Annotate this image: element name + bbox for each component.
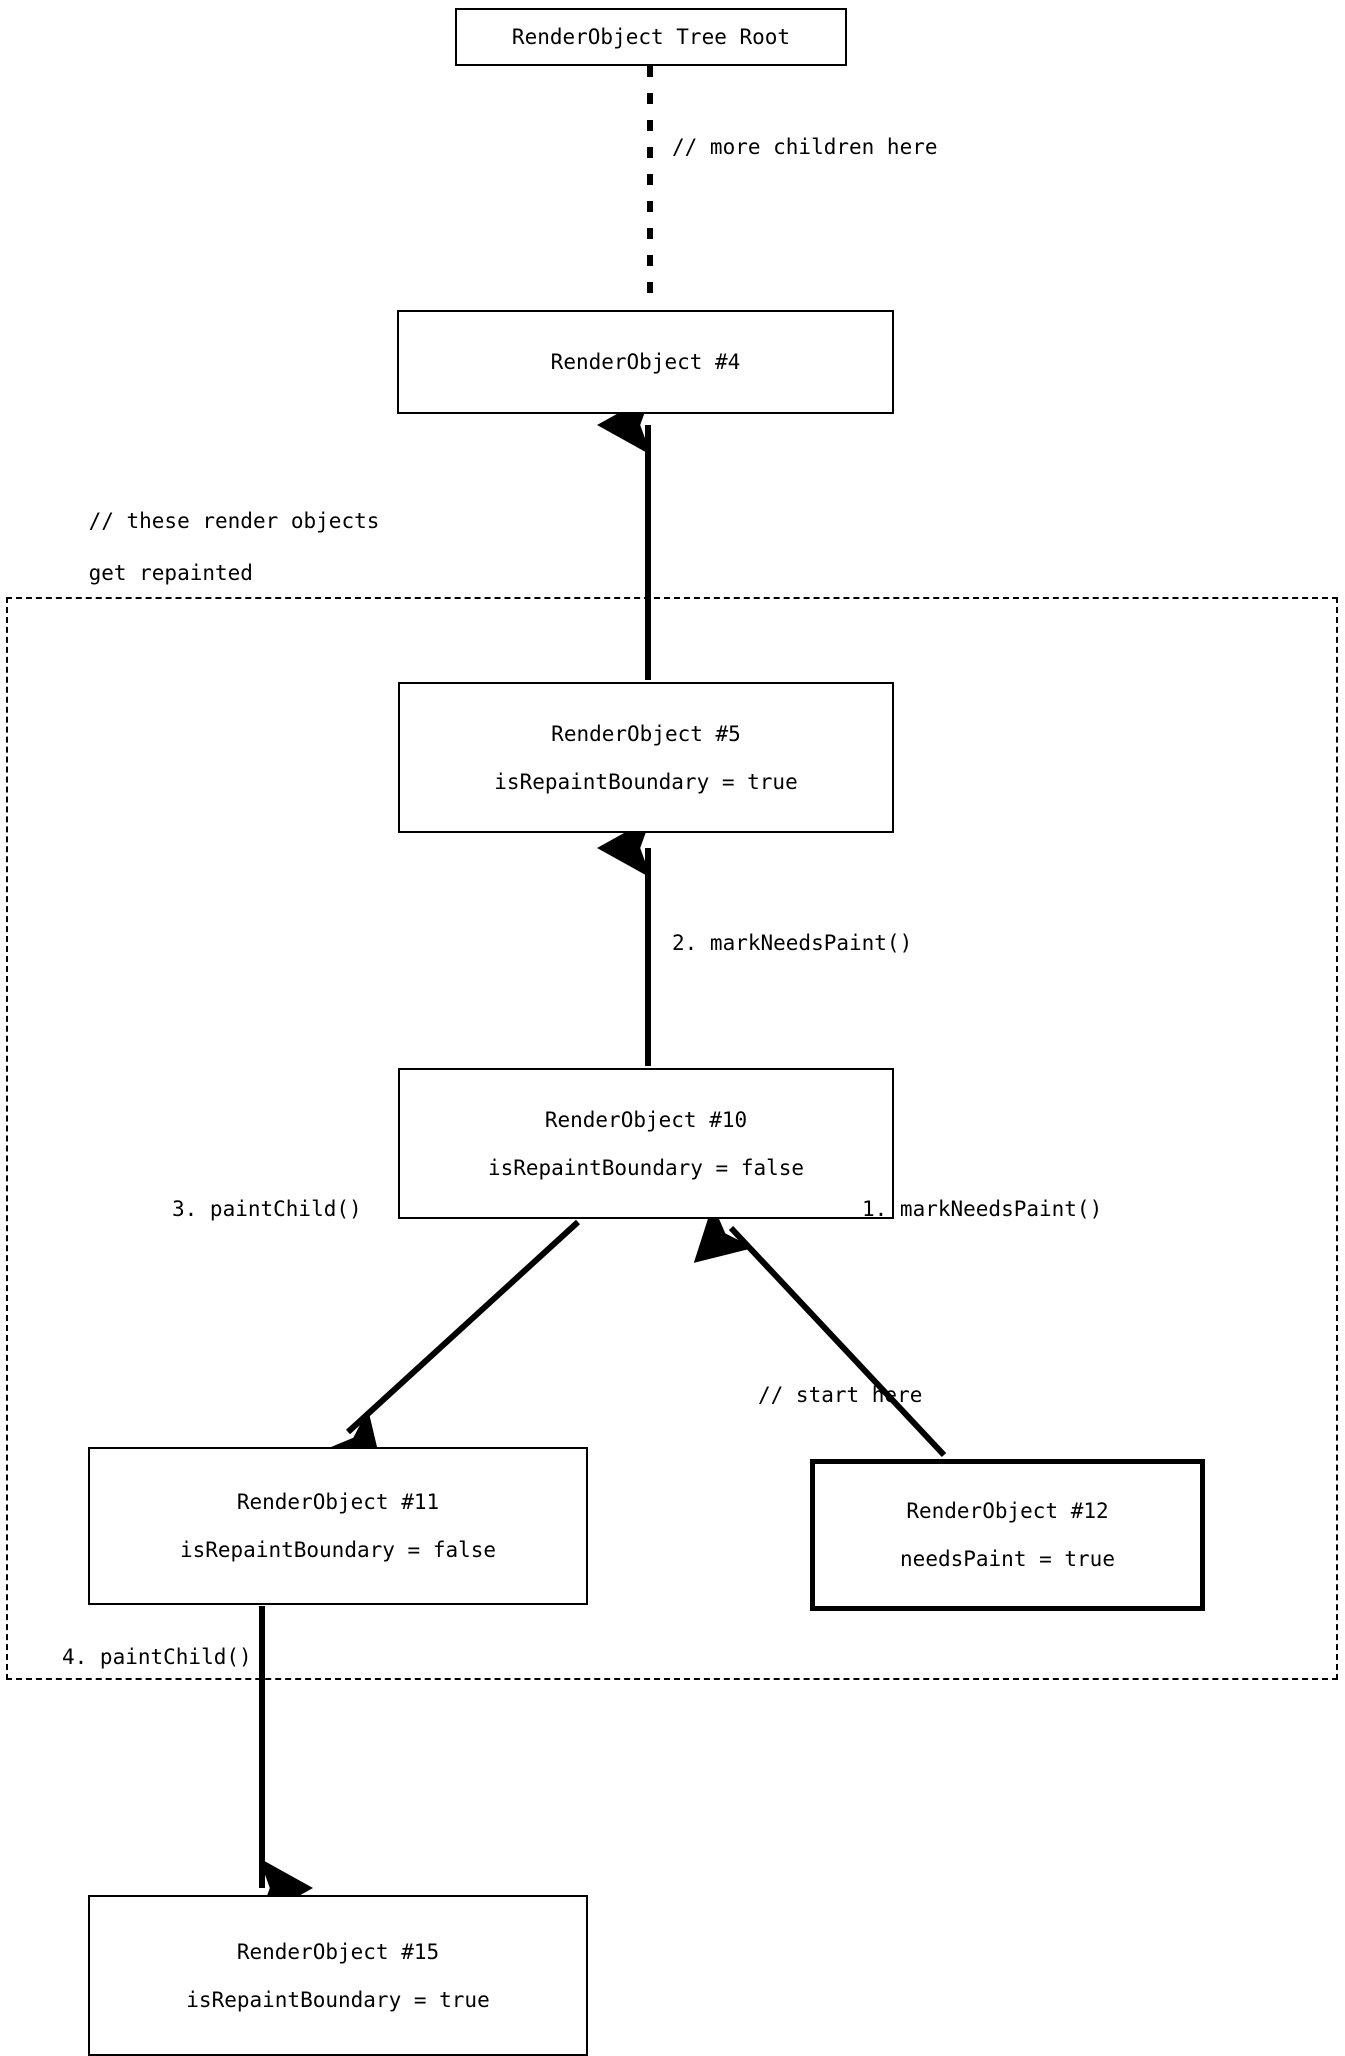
node-ro15-title: RenderObject #15 xyxy=(236,1939,440,1964)
node-render-object-15[interactable]: RenderObject #15 isRepaintBoundary = tru… xyxy=(88,1895,588,2056)
annotation-step-3-paint-child: 3. paintChild() xyxy=(172,1197,362,1221)
node-render-object-5[interactable]: RenderObject #5 isRepaintBoundary = true xyxy=(398,682,894,833)
node-ro11-title: RenderObject #11 xyxy=(236,1490,440,1514)
node-render-object-11[interactable]: RenderObject #11 isRepaintBoundary = fal… xyxy=(88,1447,588,1605)
annotation-step-4-paint-child: 4. paintChild() xyxy=(62,1645,252,1669)
annotation-repaint-group: // these render objects get repainted xyxy=(38,482,380,612)
annotation-step-2-mark-needs-paint: 2. markNeedsPaint() xyxy=(672,931,913,955)
node-render-object-10[interactable]: RenderObject #10 isRepaintBoundary = fal… xyxy=(398,1068,894,1219)
node-root-title: RenderObject Tree Root xyxy=(511,25,791,49)
node-ro12-title: RenderObject #12 xyxy=(906,1499,1109,1523)
repaint-group-boundary xyxy=(6,597,1338,1680)
node-ro10-property: isRepaintBoundary = false xyxy=(487,1155,805,1180)
node-render-object-12[interactable]: RenderObject #12 needsPaint = true xyxy=(810,1459,1205,1611)
annotation-repaint-group-line1: // these render objects xyxy=(88,509,380,533)
node-ro12-property: needsPaint = true xyxy=(900,1547,1115,1571)
node-render-object-4[interactable]: RenderObject #4 xyxy=(397,310,894,414)
annotation-start-here: // start here xyxy=(758,1383,923,1407)
annotation-step-1-mark-needs-paint: 1. markNeedsPaint() xyxy=(862,1197,1103,1221)
node-ro5-title: RenderObject #5 xyxy=(551,721,741,746)
node-ro11-property: isRepaintBoundary = false xyxy=(179,1538,497,1562)
node-ro5-property: isRepaintBoundary = true xyxy=(494,769,798,794)
node-render-object-tree-root[interactable]: RenderObject Tree Root xyxy=(455,8,847,66)
annotation-more-children: // more children here xyxy=(672,135,938,159)
annotation-repaint-group-line2: get repainted xyxy=(88,561,253,585)
node-ro4-title: RenderObject #4 xyxy=(550,350,741,374)
node-ro15-property: isRepaintBoundary = true xyxy=(186,1987,490,2012)
node-ro10-title: RenderObject #10 xyxy=(544,1107,748,1132)
